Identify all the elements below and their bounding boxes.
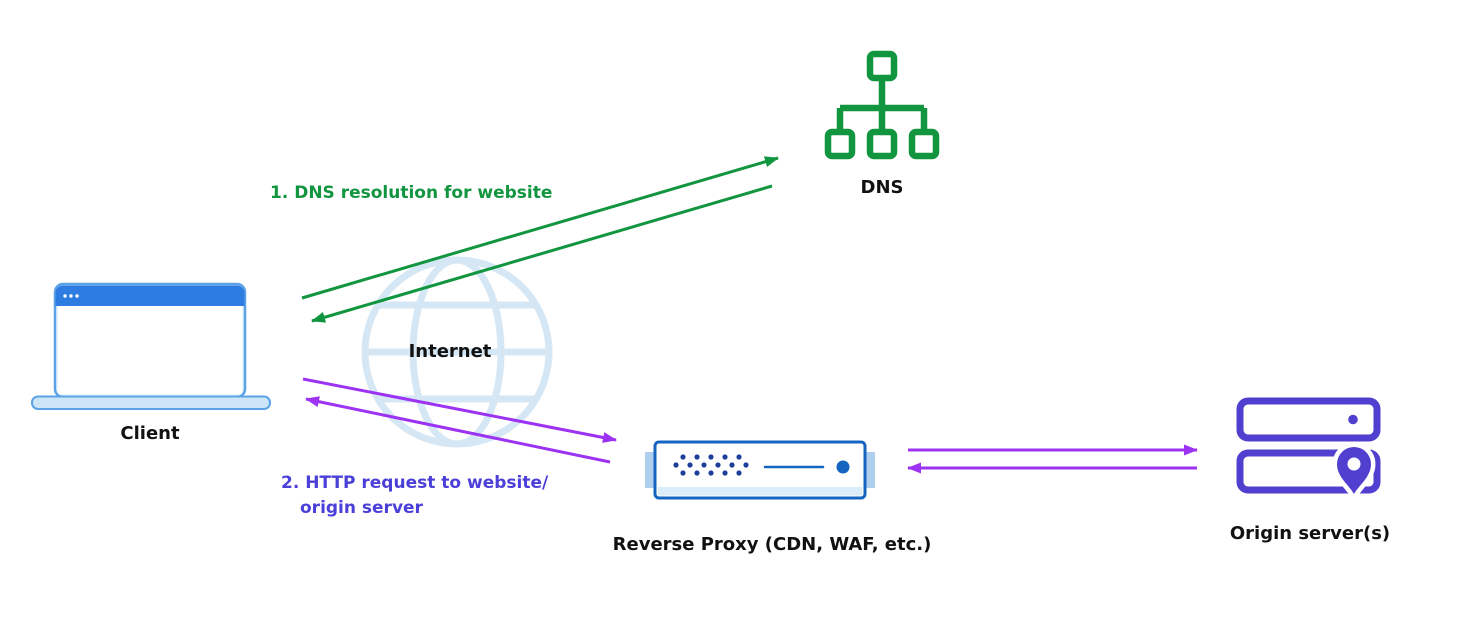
- arrow-client-to-proxy: [302, 377, 617, 443]
- annotation-step2-line1: 2. HTTP request to website/: [281, 473, 549, 493]
- dns-tree-icon: [824, 50, 940, 160]
- origin-server-icon: [1236, 397, 1381, 504]
- client-laptop-icon: [31, 282, 271, 410]
- arrow-proxy-to-client: [305, 396, 611, 464]
- internet-label: Internet: [408, 341, 492, 362]
- annotation-step1: 1. DNS resolution for website: [270, 183, 553, 203]
- arrow-client-to-dns: [301, 156, 779, 300]
- flow-arrows: [301, 156, 1198, 474]
- client-label: Client: [120, 423, 180, 444]
- arrow-dns-to-client: [311, 184, 773, 323]
- internet-globe-icon: [361, 256, 553, 448]
- annotation-step2-line2: origin server: [300, 498, 423, 518]
- proxy-appliance-icon: [645, 440, 875, 500]
- dns-label: DNS: [860, 177, 904, 198]
- origin-server-label: Origin server(s): [1229, 523, 1391, 544]
- reverse-proxy-label: Reverse Proxy (CDN, WAF, etc.): [612, 534, 932, 555]
